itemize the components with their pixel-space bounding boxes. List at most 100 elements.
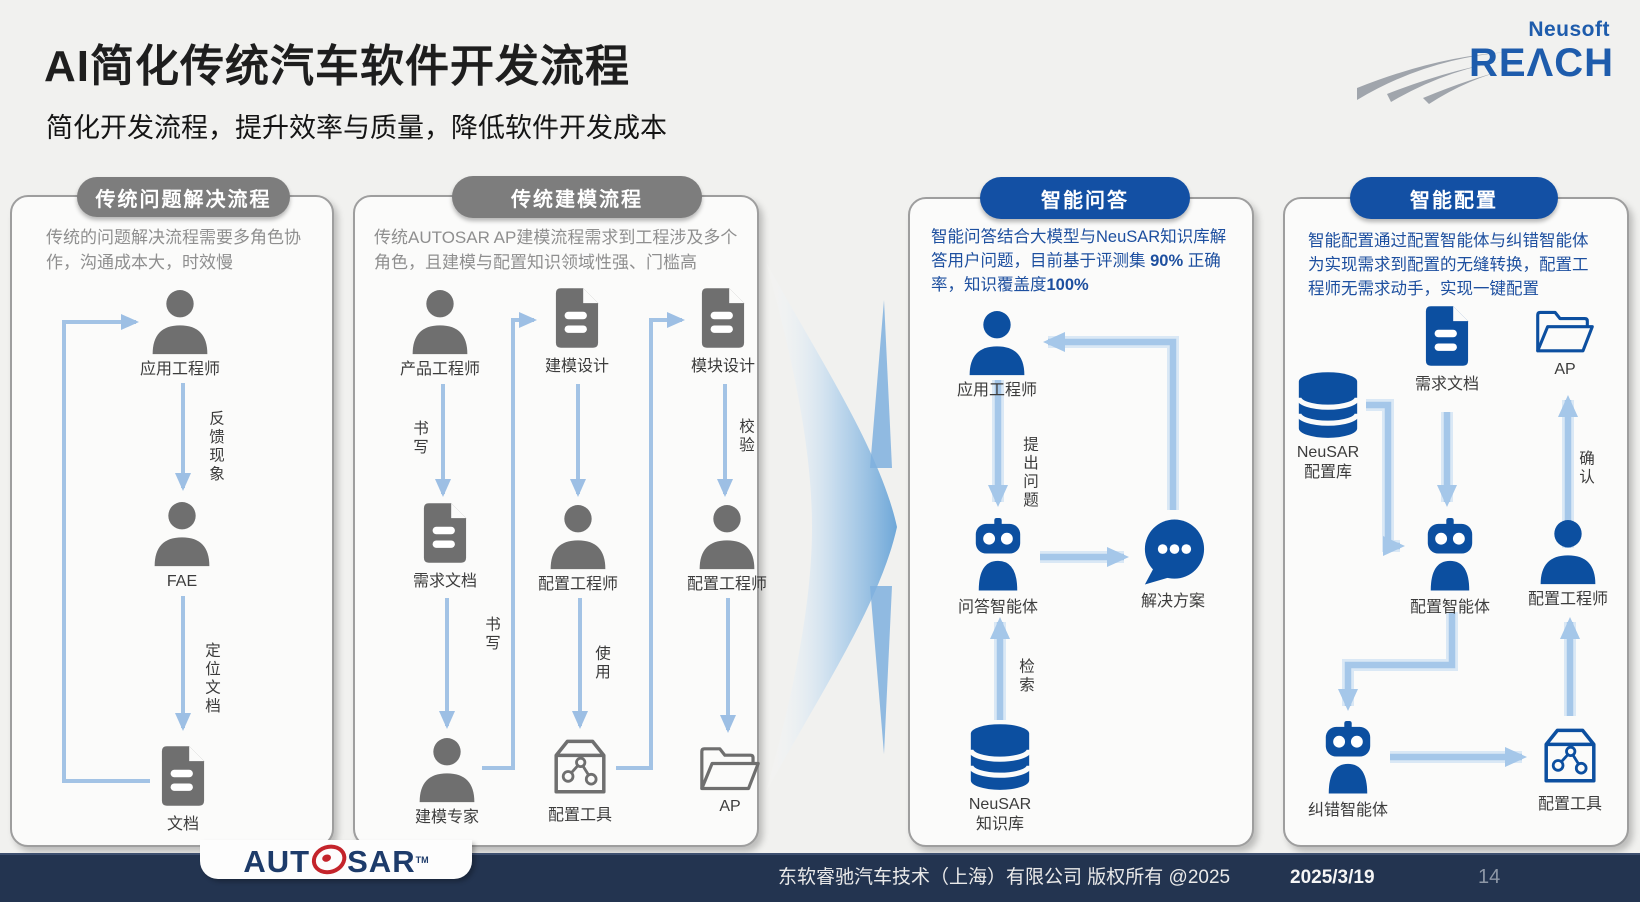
neusoft-reach-logo: Neusoft REΛCH	[1357, 16, 1622, 108]
node-label: AP	[1554, 361, 1576, 378]
road-swoosh-icon	[1357, 52, 1513, 104]
page-title: AI简化传统汽车软件开发流程	[44, 42, 630, 91]
page-subtitle: 简化开发流程，提升效率与质量，降低软件开发成本	[46, 113, 667, 143]
person-icon	[144, 285, 216, 357]
folder-icon	[1534, 305, 1596, 357]
node-app-engineer: 应用工程师	[957, 306, 1037, 401]
node-label: 应用工程师	[139, 361, 221, 378]
autosar-text-right: SAR	[347, 843, 416, 879]
panel-header-traditional-modeling: 传统建模流程	[452, 176, 702, 218]
config-tool-icon	[1535, 722, 1605, 792]
edge-label-locate-doc: 定位文档	[203, 642, 220, 716]
database-icon	[963, 722, 1037, 792]
brand-company: Neusoft	[1528, 18, 1610, 41]
panel2-arrows	[435, 312, 736, 770]
node-requirement-doc: 需求文档	[413, 497, 477, 592]
node-config-engineer: 配置工程师	[538, 500, 618, 595]
panel-header-smart-config: 智能配置	[1350, 177, 1558, 219]
person-icon	[961, 306, 1033, 378]
panel-header-traditional-problem-solving: 传统问题解决流程	[77, 177, 290, 217]
robot-icon	[1413, 515, 1487, 595]
panel-description: 智能配置通过配置智能体与纠错智能体为实现需求到配置的无缝转换，配置工程师无需求动…	[1308, 232, 1589, 298]
node-product-engineer: 产品工程师	[400, 285, 480, 380]
node-requirement-doc: 需求文档	[1415, 300, 1479, 395]
trademark-symbol: TM	[415, 854, 429, 865]
node-modeling-expert: 建模专家	[411, 733, 483, 828]
panel3-arrows	[988, 332, 1177, 720]
panel-description: 智能问答结合大模型与NeuSAR知识库解答用户问题，目前基于评测集 90% 正确…	[931, 226, 1227, 298]
desc-text: 正确率，知识覆盖度	[931, 251, 1221, 294]
edge-label-use: 使用	[593, 645, 610, 682]
autosar-logo-tab: AUT SAR TM	[200, 839, 472, 879]
footer-date: 2025/3/19	[1290, 867, 1375, 888]
document-icon	[546, 282, 608, 354]
node-qa-agent: 问答智能体	[958, 515, 1038, 618]
panel1-arrows	[62, 314, 191, 783]
footer-copyright: 东软睿驰汽车技术（上海）有限公司 版权所有 @2025	[778, 867, 1231, 888]
document-icon	[692, 282, 754, 354]
node-label: 配置工程师	[686, 576, 768, 593]
node-ap-folder: AP	[1534, 305, 1596, 380]
node-label: 产品工程师	[399, 361, 481, 378]
document-icon	[152, 740, 214, 812]
edge-label-write: 书写	[483, 616, 500, 653]
person-icon	[542, 500, 614, 572]
node-label: 应用工程师	[956, 382, 1038, 399]
node-label: FAE	[166, 573, 198, 590]
panel-header-smart-qa: 智能问答	[980, 177, 1190, 219]
node-label: 知识库	[975, 816, 1024, 833]
node-document: 文档	[152, 740, 214, 835]
node-label: 模块设计	[690, 358, 756, 375]
person-icon	[404, 285, 476, 357]
config-tool-icon	[545, 733, 615, 803]
desc-metric: 100%	[1046, 275, 1089, 294]
node-label: 建模设计	[544, 358, 610, 375]
node-label: 文档	[166, 816, 199, 833]
node-label: 建模专家	[414, 809, 479, 826]
robot-icon	[1311, 718, 1385, 798]
database-icon	[1291, 370, 1365, 440]
node-config-tool: 配置工具	[1535, 722, 1605, 815]
edge-label-feedback: 反馈现象	[207, 410, 224, 484]
node-fae: FAE	[146, 497, 218, 592]
robot-icon	[961, 515, 1035, 595]
person-icon	[1532, 515, 1604, 587]
node-label: 配置工具	[547, 807, 612, 824]
node-label: 配置智能体	[1409, 599, 1491, 616]
autosar-logo: AUT SAR	[243, 839, 416, 879]
chat-bubble-icon	[1136, 515, 1210, 589]
node-modeling-design: 建模设计	[545, 282, 609, 377]
autosar-text-left: AUT	[243, 843, 311, 879]
node-neusar-knowledge-base: NeuSAR 知识库	[963, 722, 1037, 835]
node-label: NeuSAR	[968, 796, 1032, 813]
person-icon	[146, 497, 218, 569]
edge-label-ask-question: 提出问题	[1021, 436, 1038, 510]
panel-description: 传统AUTOSAR AP建模流程需求到工程涉及多个角色，且建模与配置知识领域性强…	[374, 228, 738, 272]
folder-icon	[698, 742, 762, 794]
node-label: 配置工程师	[537, 576, 619, 593]
person-icon	[691, 500, 763, 572]
node-config-engineer: 配置工程师	[687, 500, 767, 595]
node-label: 纠错智能体	[1307, 802, 1389, 819]
node-ap-folder: AP	[698, 742, 762, 817]
transition-arrow	[766, 262, 897, 792]
node-label: NeuSAR	[1296, 444, 1360, 461]
node-label: 配置工程师	[1527, 591, 1609, 608]
node-label: 需求文档	[1414, 376, 1480, 393]
desc-text: 智能问答结合大模型与NeuSAR知识库解答用户问题，目前基于评测集	[931, 228, 1227, 270]
panel4-arrows	[1338, 395, 1580, 767]
node-label: 解决方案	[1140, 593, 1205, 610]
node-label: AP	[719, 798, 741, 815]
page-number: 14	[1478, 866, 1501, 888]
document-icon	[414, 497, 476, 569]
node-label: 问答智能体	[957, 599, 1039, 616]
node-neusar-config-db: NeuSAR 配置库	[1291, 370, 1365, 483]
node-config-agent: 配置智能体	[1410, 515, 1490, 618]
node-label: 配置库	[1303, 464, 1352, 481]
node-app-engineer: 应用工程师	[140, 285, 220, 380]
node-label: 需求文档	[412, 573, 478, 590]
edge-label-confirm: 确认	[1577, 450, 1594, 487]
edge-label-verify: 校验	[737, 418, 754, 455]
edge-label-write: 书写	[411, 420, 428, 457]
